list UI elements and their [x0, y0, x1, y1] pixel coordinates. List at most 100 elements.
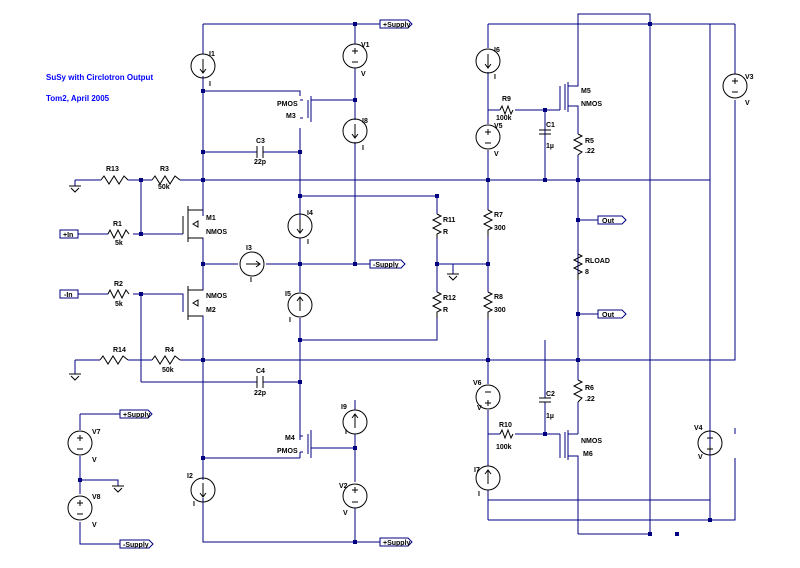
label-i6-value: I [494, 74, 496, 81]
label-r4-name: R4 [165, 347, 174, 354]
label-v3-value: V [745, 100, 750, 107]
label-r5-value: .22 [585, 148, 595, 155]
label-r9-name: R9 [502, 96, 511, 103]
flag-pos-supply-v7: +Supply [123, 412, 151, 419]
flag-pos-supply-bottom: +Supply [383, 540, 411, 547]
label-v5-value: V [494, 151, 499, 158]
label-i5-name: I5 [285, 291, 291, 298]
label-m5-value: NMOS [581, 101, 602, 108]
label-i8-name: I8 [362, 118, 368, 125]
flag-out-top: Out [602, 218, 615, 225]
label-r2-name: R2 [114, 281, 123, 288]
current-source-symbol [342, 409, 368, 435]
label-r6-value: .22 [585, 396, 595, 403]
label-r5-name: R5 [585, 138, 594, 145]
label-r1-value: 5k [115, 240, 123, 247]
current-source-symbol [475, 48, 501, 74]
label-r14-name: R14 [113, 347, 126, 354]
current-source-symbol [190, 477, 216, 503]
label-v2-name: V2 [339, 483, 348, 490]
label-r11-value: R [443, 229, 448, 236]
label-m1-value: NMOS [206, 229, 227, 236]
label-v4-value: V [698, 454, 703, 461]
label-i8-value: I [362, 145, 364, 152]
label-i2-value: I [193, 501, 195, 508]
label-r2-value: 5k [115, 301, 123, 308]
label-c1-value: 1µ [546, 143, 554, 150]
current-source-symbol [475, 465, 501, 491]
label-i9-name: I9 [341, 404, 347, 411]
label-r10-name: R10 [499, 422, 512, 429]
symbols [67, 43, 748, 521]
label-m4-name: M4 [285, 435, 295, 442]
flag-neg-supply-mid: -Supply [373, 262, 399, 269]
net-flags: +Supply -Supply +Supply +In -In Out Out … [59, 19, 627, 549]
label-r13-name: R13 [106, 166, 119, 173]
label-v6-name: V6 [473, 380, 482, 387]
label-i6-name: I6 [494, 47, 500, 54]
current-source-symbol [239, 251, 265, 277]
label-v8-value: V [92, 522, 97, 529]
label-v3-name: V3 [745, 74, 754, 81]
schematic-author: Tom2, April 2005 [46, 94, 110, 103]
label-v5-name: V5 [494, 123, 503, 130]
label-m1-name: M1 [206, 215, 216, 222]
label-c2-name: C2 [546, 391, 555, 398]
flag-in-pos: +In [63, 232, 73, 239]
label-m4-value: PMOS [277, 448, 298, 455]
label-rload-value: 8 [585, 269, 589, 276]
label-v1-name: V1 [361, 42, 370, 49]
label-v7-value: V [92, 457, 97, 464]
label-r3-value: 50k [158, 184, 170, 191]
label-r10-value: 100k [496, 444, 512, 451]
label-i3-value: I [250, 277, 252, 284]
label-c3-name: C3 [256, 138, 265, 145]
label-r3-name: R3 [160, 166, 169, 173]
flag-pos-supply-top: +Supply [383, 22, 411, 29]
label-r11-name: R11 [443, 217, 456, 224]
component-labels: I1 I I2 I I3 I I4 I I5 I I6 I I7 I I8 I … [92, 42, 754, 529]
label-v7-name: V7 [92, 429, 101, 436]
label-r12-name: R12 [443, 295, 456, 302]
label-r7-name: R7 [494, 212, 503, 219]
junctions [78, 22, 712, 544]
label-v4-name: V4 [694, 425, 703, 432]
label-m2-value: NMOS [206, 293, 227, 300]
label-rload-name: RLOAD [585, 258, 610, 265]
label-m2-name: M2 [206, 307, 216, 314]
label-c4-value: 22p [254, 390, 266, 397]
label-c4-name: C4 [256, 368, 265, 375]
flag-neg-supply-v8: -Supply [123, 542, 149, 549]
current-source-symbol [190, 53, 216, 79]
label-v8-name: V8 [92, 494, 101, 501]
label-v2-value: V [343, 510, 348, 517]
current-source-symbol [287, 292, 313, 318]
label-i4-value: I [307, 239, 309, 246]
label-i9-value: I [345, 429, 347, 436]
label-v6-value: V [477, 405, 482, 412]
label-i4-name: I4 [307, 210, 313, 217]
label-m6-name: M6 [583, 451, 593, 458]
label-r8-name: R8 [494, 294, 503, 301]
label-r9-value: 100k [496, 115, 512, 122]
label-i1-value: I [209, 81, 211, 88]
label-m3-name: M3 [286, 113, 296, 120]
label-i1-name: I1 [209, 51, 215, 58]
label-m6-value: NMOS [581, 438, 602, 445]
label-r12-value: R [443, 307, 448, 314]
label-c3-value: 22p [254, 159, 266, 166]
current-source-symbol [342, 118, 368, 144]
current-source-symbol [287, 213, 313, 239]
label-i3-name: I3 [246, 245, 252, 252]
schematic-title: SuSy with Circlotron Output [46, 73, 153, 82]
label-i7-value: I [478, 491, 480, 498]
label-r4-value: 50k [162, 367, 174, 374]
label-i2-name: I2 [187, 473, 193, 480]
label-r6-name: R6 [585, 385, 594, 392]
flag-in-neg: -In [64, 292, 73, 299]
label-i7-name: I7 [474, 467, 480, 474]
label-r7-value: 300 [494, 225, 506, 232]
wires [74, 13, 736, 545]
label-i5-value: I [289, 317, 291, 324]
